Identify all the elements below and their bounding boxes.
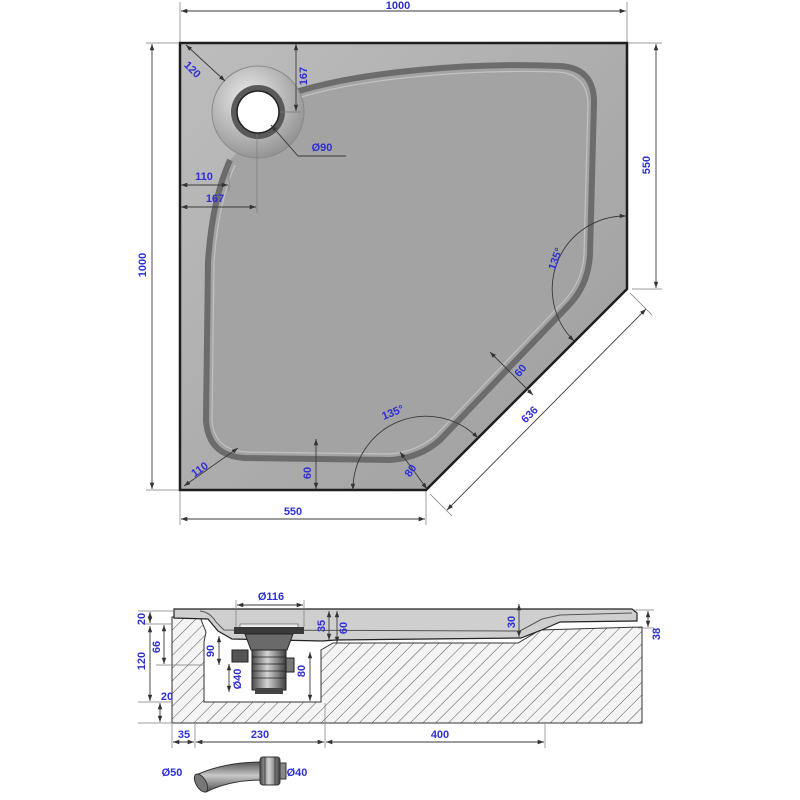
- label-rim-35: 35: [316, 620, 328, 632]
- drain-side-outlet: [231, 649, 249, 663]
- dimension-line-front-left-rim: [183, 447, 239, 487]
- basin-surface-line: [199, 610, 633, 632]
- label-front-rim: 60: [302, 467, 314, 479]
- label-siphon-outlet-diameter: Ø40: [287, 767, 308, 779]
- label-drain-top-diameter: Ø116: [258, 591, 284, 603]
- label-rim-height-right: 38: [651, 628, 663, 640]
- siphon-elbow: Ø50 Ø40: [162, 756, 308, 793]
- extension-line: [429, 493, 453, 517]
- label-drain-diameter: Ø90: [312, 142, 333, 154]
- drain-assembly: [231, 623, 304, 694]
- label-overall-width: 1000: [386, 0, 410, 12]
- label-span-400: 400: [431, 729, 449, 741]
- label-rim-height-left: 20: [136, 613, 148, 625]
- label-drain-from-back: 167: [298, 67, 310, 85]
- drain-plan: [211, 65, 305, 159]
- label-siphon-inlet-diameter: Ø50: [162, 767, 183, 779]
- dimension-line-corner-rim: [399, 451, 428, 490]
- siphon-outlet-stub: [279, 762, 287, 780]
- dimension-line-diagonal: [446, 308, 647, 511]
- label-right-side: 550: [641, 156, 653, 174]
- label-rim-60: 60: [338, 622, 350, 634]
- label-rim-30: 30: [506, 616, 518, 628]
- label-outlet-height: 80: [296, 665, 308, 677]
- extension-line: [629, 292, 653, 316]
- label-outlet-diameter: Ø40: [232, 669, 244, 690]
- angle-arc-front: [350, 415, 479, 491]
- drain-trap-body: [251, 649, 287, 691]
- label-offset-35: 35: [178, 729, 190, 741]
- section-view: Ø116 20 66 120 20 90 Ø40 80 35 60 30 38: [136, 591, 663, 748]
- label-drain-height: 90: [205, 645, 217, 657]
- drain-clip: [285, 657, 295, 673]
- leader-line-drain-diameter: [270, 124, 346, 157]
- label-overall-depth: 1000: [137, 253, 149, 277]
- dimension-line-diagonal-rim: [489, 351, 534, 396]
- plan-view: 1000 1000 550 550 636 120 167 Ø90: [137, 0, 662, 525]
- drain-flange: [234, 627, 304, 634]
- siphon-coupling: [259, 756, 281, 786]
- label-span-230: 230: [251, 729, 269, 741]
- drain-bottom-cap: [255, 688, 283, 694]
- dimension-line-corner-to-drain: [185, 44, 226, 82]
- label-drain-from-left: 167: [206, 193, 224, 205]
- drain-upper-body: [244, 633, 294, 651]
- label-depth-66: 66: [151, 641, 163, 653]
- label-front-side: 550: [284, 506, 302, 518]
- label-channel-from-left: 110: [195, 171, 213, 183]
- label-total-height: 120: [136, 652, 148, 670]
- label-corner-rim: 80: [403, 463, 420, 480]
- angle-arc-right: [551, 213, 627, 342]
- hatched-base: [171, 616, 643, 724]
- label-foot-height: 20: [161, 691, 173, 703]
- label-diagonal-side: 636: [519, 404, 540, 425]
- siphon-inlet-ring: [193, 773, 209, 793]
- drain-hole: [236, 90, 280, 134]
